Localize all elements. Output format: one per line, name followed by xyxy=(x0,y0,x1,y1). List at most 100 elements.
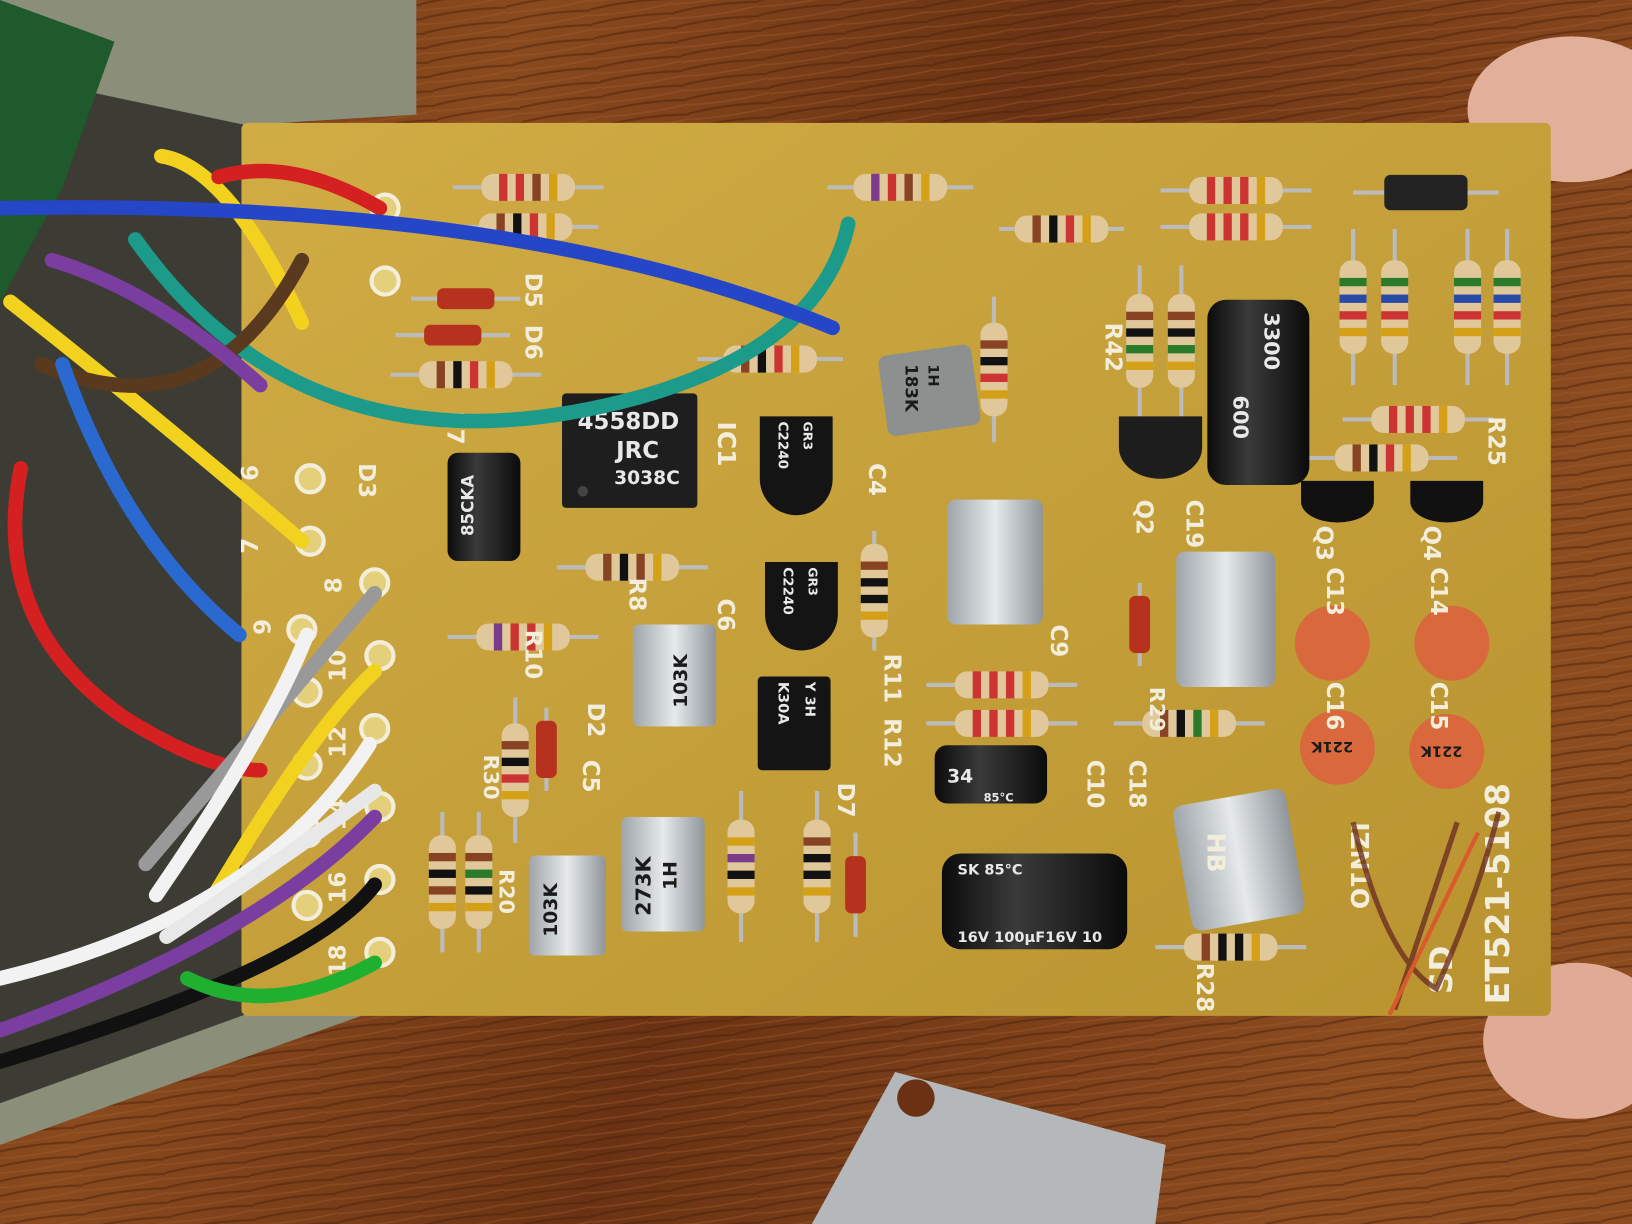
svg-text:C14: C14 xyxy=(1425,567,1451,616)
svg-text:C16: C16 xyxy=(1321,682,1347,731)
resistor xyxy=(980,296,1008,443)
svg-text:273K: 273K xyxy=(632,856,656,916)
ceramic-capacitor: 221K xyxy=(1299,709,1375,785)
wire xyxy=(0,200,840,336)
svg-text:183K: 183K xyxy=(902,364,921,413)
film-cap-c9 xyxy=(947,499,1043,625)
wire xyxy=(159,783,382,945)
wire xyxy=(0,736,377,986)
svg-text:C6: C6 xyxy=(712,598,738,631)
resistor xyxy=(1306,444,1458,472)
resistor xyxy=(926,671,1078,699)
solder-pad xyxy=(364,640,396,672)
resistor xyxy=(803,791,831,942)
svg-text:R42: R42 xyxy=(1099,323,1125,372)
svg-text:R10: R10 xyxy=(520,630,546,679)
svg-text:GR3: GR3 xyxy=(806,567,821,596)
svg-text:SK 85°C: SK 85°C xyxy=(958,861,1023,878)
diode xyxy=(536,707,557,792)
resistor xyxy=(926,709,1078,737)
resistor xyxy=(452,173,604,201)
wire xyxy=(200,664,382,913)
ic1-marking-2: JRC xyxy=(614,438,659,464)
svg-text:85°C: 85°C xyxy=(984,790,1014,804)
svg-text:85CKA: 85CKA xyxy=(459,475,478,536)
svg-text:R29: R29 xyxy=(1145,687,1169,732)
resistor xyxy=(1454,228,1482,386)
svg-text:C19: C19 xyxy=(1181,500,1207,549)
wire xyxy=(0,809,382,1038)
ic1-chip: 4558DD JRC 3038C xyxy=(562,393,698,508)
ceramic-capacitor xyxy=(1294,605,1370,681)
plate-hole xyxy=(897,1079,935,1117)
svg-text:D3: D3 xyxy=(353,463,379,498)
resistor xyxy=(1160,213,1312,241)
solder-pad xyxy=(294,463,326,495)
svg-text:9: 9 xyxy=(251,619,277,635)
svg-text:16V 100µF16V 10: 16V 100µF16V 10 xyxy=(958,929,1103,946)
svg-text:C15: C15 xyxy=(1425,682,1451,731)
resistor xyxy=(1167,265,1195,417)
svg-text:C10: C10 xyxy=(1082,760,1108,809)
solder-pad xyxy=(359,712,391,745)
wire xyxy=(0,877,382,1069)
svg-text:Y 3H: Y 3H xyxy=(802,681,818,717)
svg-text:R12: R12 xyxy=(879,718,905,767)
svg-text:103K: 103K xyxy=(671,653,692,708)
wire xyxy=(34,252,310,393)
wire xyxy=(55,357,247,643)
film-cap-c: 273K 1H xyxy=(621,817,705,932)
wire xyxy=(128,216,856,429)
film-cap-d: 183K 1H xyxy=(878,344,981,436)
svg-text:R8: R8 xyxy=(624,578,650,612)
resistor xyxy=(727,791,755,942)
resistor xyxy=(827,173,974,201)
wire xyxy=(211,163,388,216)
ceramic-capacitor: 221K xyxy=(1409,714,1485,789)
svg-text:103K: 103K xyxy=(541,882,562,937)
svg-text:D5: D5 xyxy=(520,273,546,308)
svg-text:GR3: GR3 xyxy=(801,422,816,451)
svg-text:HB: HB xyxy=(1201,833,1230,873)
diode xyxy=(395,324,510,346)
wire xyxy=(180,955,382,1004)
metal-plate xyxy=(811,1072,1166,1224)
resistor xyxy=(1160,176,1312,204)
svg-text:Q4: Q4 xyxy=(1418,526,1444,561)
svg-text:C9: C9 xyxy=(1045,624,1071,657)
svg-text:IZN1O: IZN1O xyxy=(1345,822,1374,909)
resistor xyxy=(999,215,1125,243)
svg-text:R20: R20 xyxy=(495,869,519,914)
svg-text:R25: R25 xyxy=(1482,416,1508,465)
svg-text:Q2: Q2 xyxy=(1131,500,1157,535)
diode xyxy=(845,832,866,937)
svg-text:C18: C18 xyxy=(1123,760,1149,809)
svg-text:600: 600 xyxy=(1228,396,1252,439)
resistor xyxy=(556,553,708,581)
svg-text:1H: 1H xyxy=(924,364,941,386)
wire xyxy=(7,461,268,778)
ceramic-capacitor xyxy=(1414,605,1490,681)
wire xyxy=(3,294,310,549)
resistor xyxy=(1342,405,1494,433)
transistor-b: C2240 GR3 xyxy=(765,562,838,651)
resistor xyxy=(501,697,529,844)
svg-text:1H: 1H xyxy=(661,861,682,890)
svg-text:6: 6 xyxy=(238,465,264,481)
svg-text:3300: 3300 xyxy=(1260,312,1284,370)
resistor xyxy=(1381,228,1409,386)
silkscreen-labels: IC1 D3 D5 D6 D2 D7 R7 R8 R10 R11 R12 R20… xyxy=(353,273,1517,1013)
resistor xyxy=(1339,228,1367,386)
svg-text:7: 7 xyxy=(238,538,264,554)
green-tape xyxy=(0,0,115,302)
svg-text:IC1: IC1 xyxy=(712,422,741,467)
transistor-q2 xyxy=(1118,416,1203,479)
svg-text:C5: C5 xyxy=(577,760,603,793)
svg-text:D2: D2 xyxy=(582,703,608,738)
elec-cap-big: SK 85°C 16V 100µF16V 10 xyxy=(941,853,1128,950)
ceramic-cap-marking: 221K xyxy=(1420,742,1462,759)
resistor xyxy=(1126,265,1154,417)
film-cap-c19 xyxy=(1176,551,1275,687)
svg-text:C4: C4 xyxy=(863,463,889,496)
